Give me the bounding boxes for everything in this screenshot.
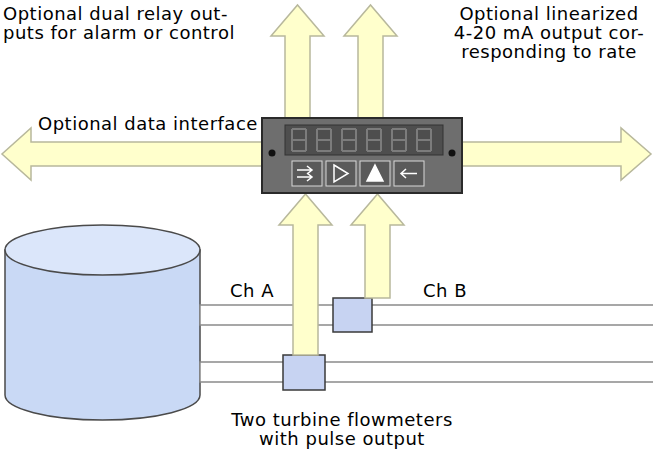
panel-meter	[262, 118, 462, 193]
flowmeter	[283, 355, 325, 390]
pipe	[200, 305, 653, 382]
annotation-label: Optional dual relay out- puts for alarm …	[3, 4, 248, 42]
flowmeter	[333, 298, 372, 332]
annotation-label: Ch B	[423, 281, 467, 300]
signal-arrow	[2, 5, 651, 355]
tank	[5, 225, 200, 420]
annotation-label: Optional linearized 4-20 mA output cor- …	[449, 4, 649, 61]
annotation-label: Two turbine flowmeters with pulse output	[222, 410, 462, 448]
annotation-label: Ch A	[230, 281, 274, 300]
annotation-label: Optional data interface	[38, 114, 258, 133]
